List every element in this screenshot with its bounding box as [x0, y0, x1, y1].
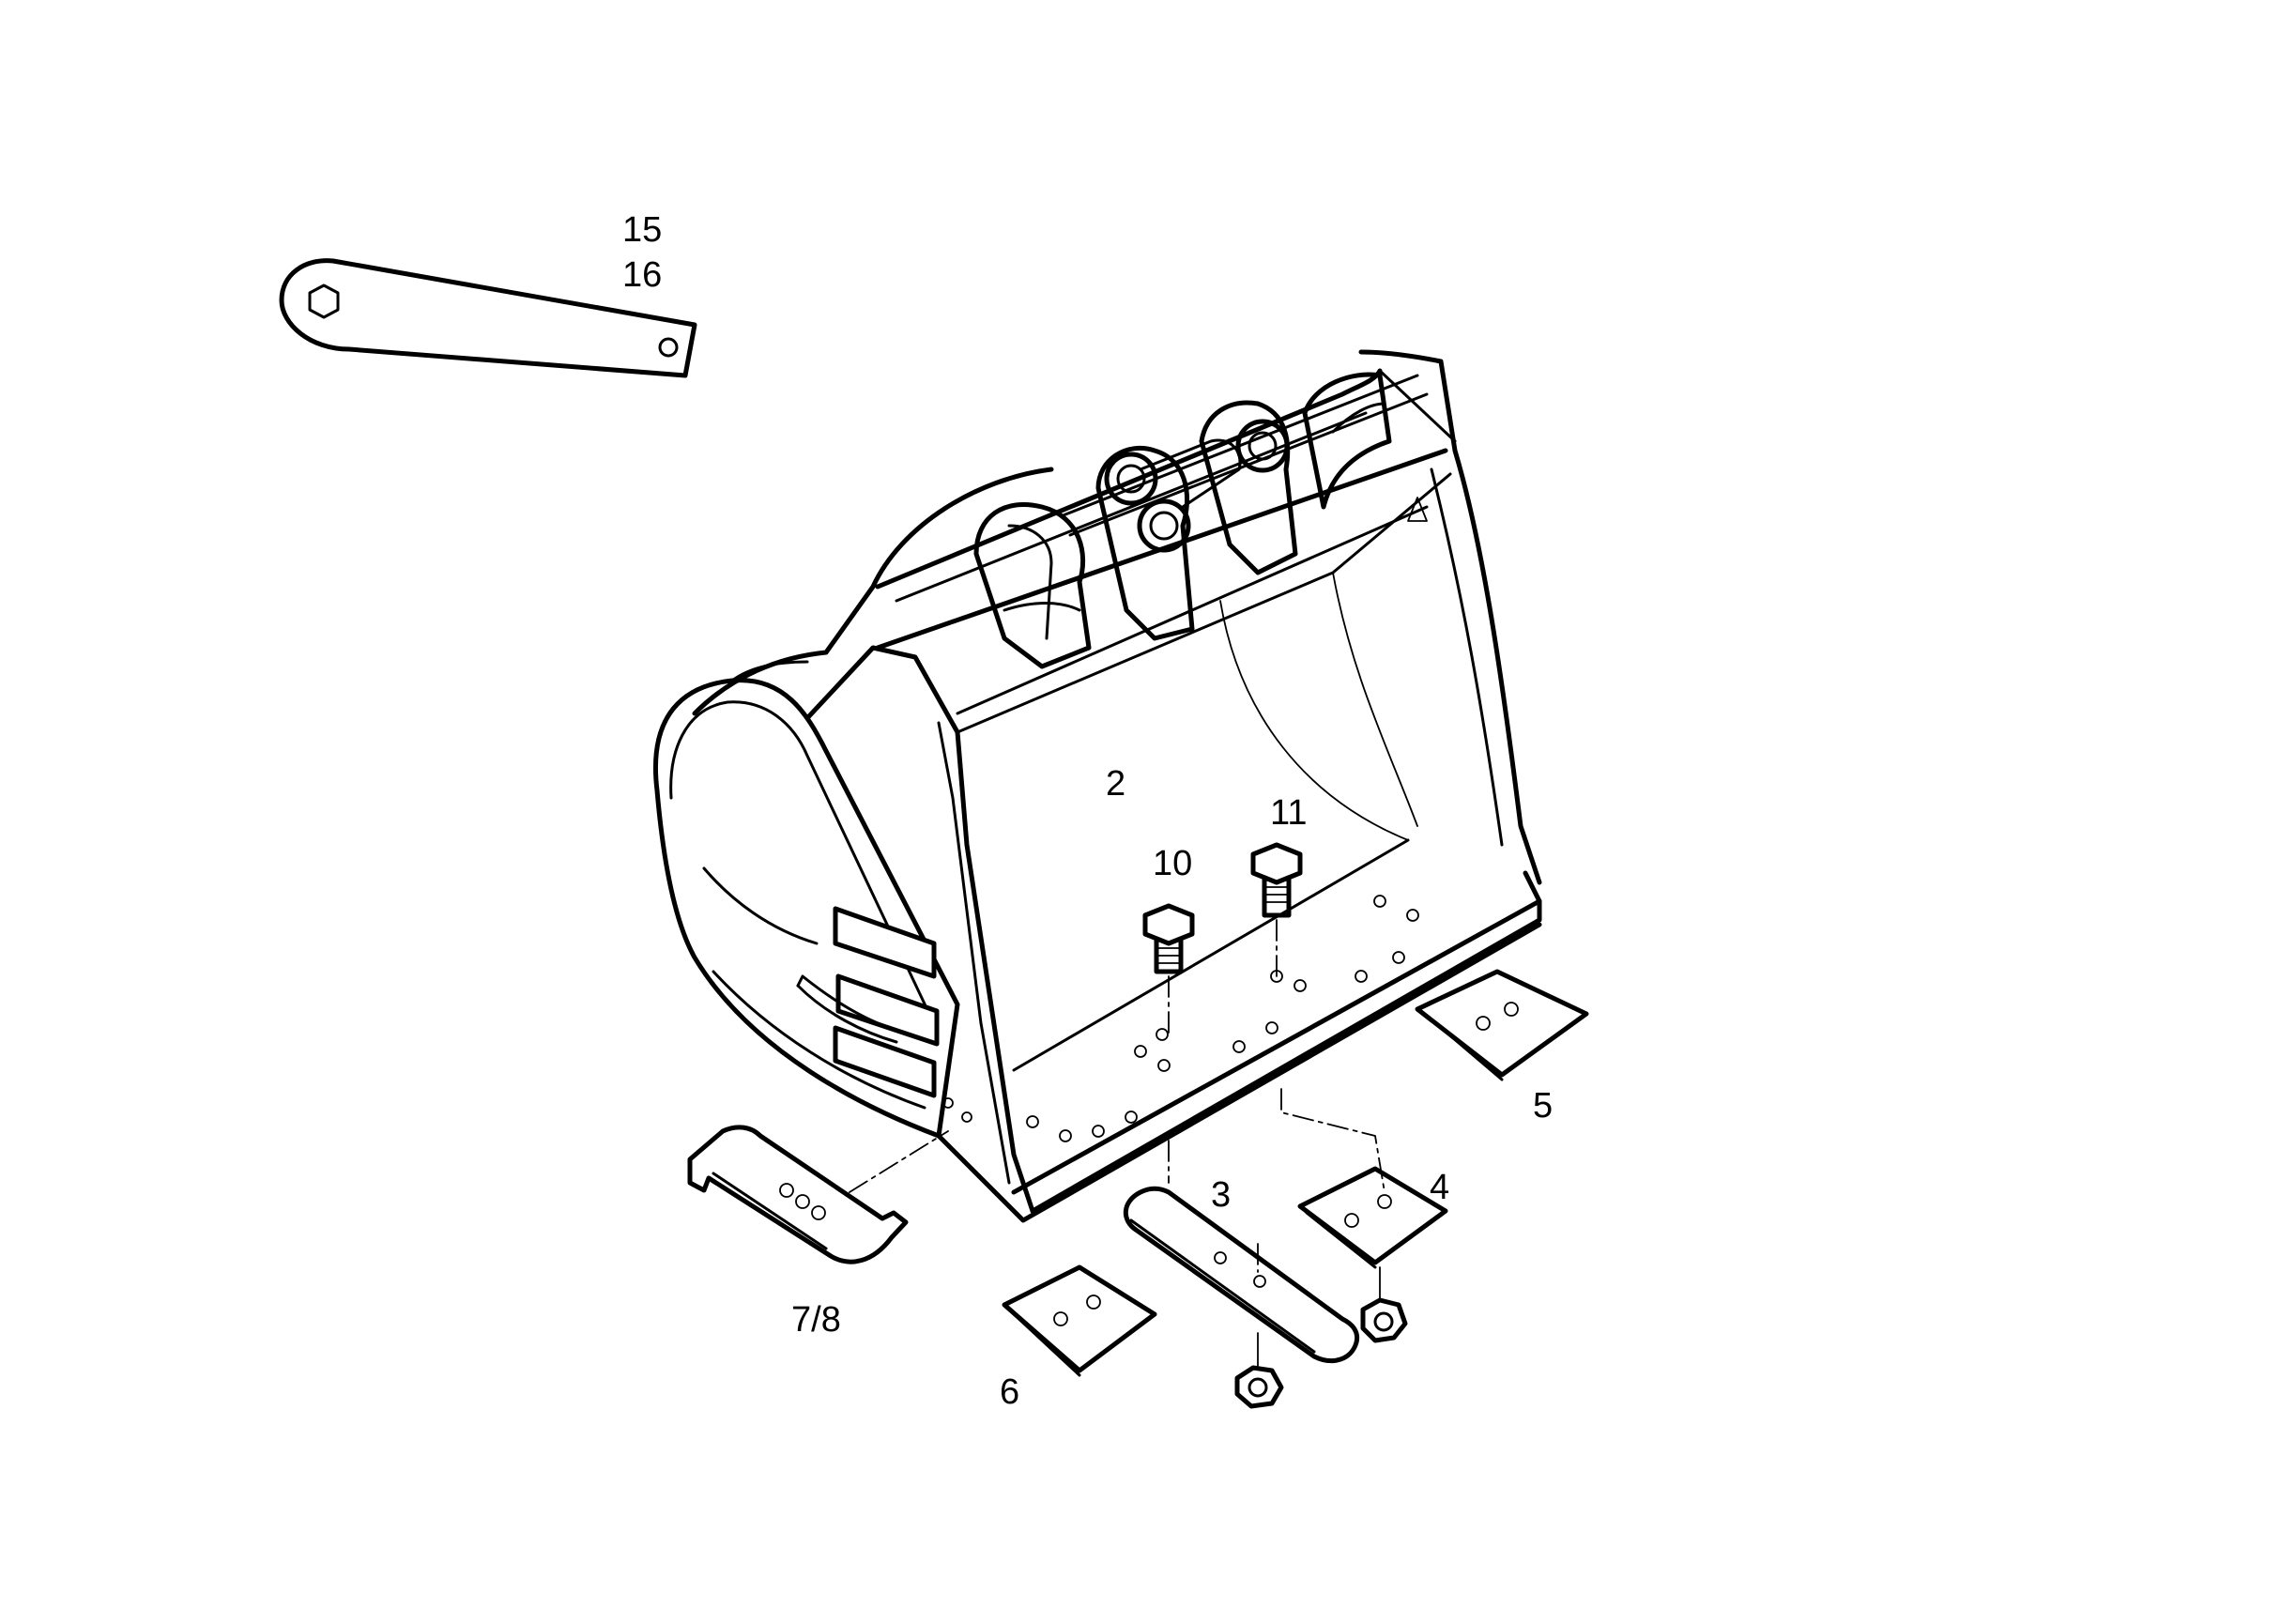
bolt-part-10: [1142, 903, 1195, 1034]
wear-plate-part-5: [1415, 969, 1589, 1081]
nut-part-3: [1234, 1365, 1284, 1409]
side-wear-plates: [796, 906, 972, 1123]
side-cutter-part-7-8: [687, 1125, 949, 1264]
label-part-2: 2: [1106, 764, 1125, 804]
label-part-10: 10: [1153, 844, 1192, 883]
label-part-3: 3: [1211, 1175, 1231, 1215]
nut-part-4: [1360, 1297, 1408, 1343]
wear-plate-part-4: [1280, 1088, 1448, 1301]
wear-plate-part-6: [1002, 1264, 1157, 1377]
floor-holes: [1026, 895, 1419, 1142]
label-part-7-8: 7/8: [791, 1300, 841, 1340]
mounting-ears: [973, 372, 1428, 669]
label-part-6: 6: [1000, 1372, 1019, 1412]
label-part-16: 16: [622, 255, 662, 295]
wear-strip-part-3: [1123, 1140, 1360, 1367]
label-part-11: 11: [1270, 793, 1307, 833]
label-part-5: 5: [1533, 1086, 1553, 1126]
label-part-15: 15: [622, 210, 662, 250]
bolt-part-11: [1250, 842, 1303, 977]
lever-arm-part: [279, 258, 697, 378]
label-part-4: 4: [1430, 1168, 1449, 1207]
